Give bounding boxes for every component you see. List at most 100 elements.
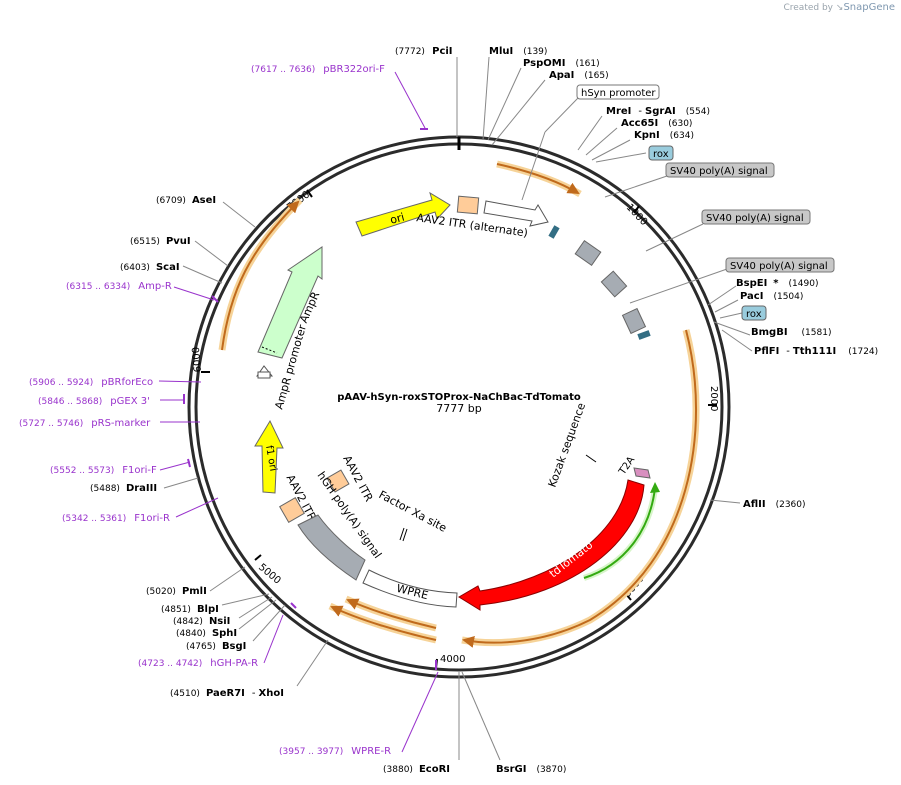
- ampr-arrow: [257, 246, 323, 359]
- ruler-tick-5000: 5000: [256, 562, 283, 587]
- svg-text:(5846 .. 5868)pGEX 3': (5846 .. 5868)pGEX 3': [38, 396, 150, 407]
- enzyme-name-2: XhoI: [259, 688, 284, 699]
- primer-name: hGH-PA-R: [210, 658, 258, 669]
- enzyme-name: PaeR7I: [206, 688, 245, 699]
- svg-text:(4765)BsgI: (4765) BsgI: [186, 641, 246, 652]
- boxed-labels: hSyn promoter rox SV40 poly(A) signal SV…: [576, 84, 835, 321]
- svg-text:PspOMI(161): PspOMI(161): [523, 58, 600, 69]
- enzyme-name: BsrGI: [496, 764, 526, 775]
- primer-name: pBRforEco: [101, 377, 153, 388]
- f1-ori-arrow: [254, 419, 284, 494]
- rox-label-2: rox: [746, 309, 762, 320]
- enzyme-name: BmgBI: [751, 327, 788, 338]
- enzyme-name-2: SgrAI: [645, 106, 676, 117]
- enzyme-pos: (161): [575, 59, 599, 69]
- ruler-tick-6000: 6000: [191, 346, 204, 372]
- svg-text:Acc65I(630): Acc65I (630): [621, 118, 692, 129]
- enzyme-leaders: [163, 56, 753, 761]
- primer-range: (7617 .. 7636): [251, 65, 315, 75]
- svg-text:(6315 .. 6334)Amp-R: (6315 .. 6334)Amp-R: [66, 281, 172, 292]
- enzyme-name: ApaI: [549, 70, 574, 81]
- orf-arcs: [218, 160, 700, 648]
- sv40-polya-box-1: [574, 240, 602, 266]
- f1-ori-label: f1 ori: [263, 445, 278, 473]
- enzyme-name-2: Tth111I: [793, 346, 836, 357]
- svg-text:MreI-SgrAI(554): MreI-SgrAI(554): [606, 106, 710, 117]
- sv40-polya-box-2: [600, 270, 628, 298]
- svg-text:PflFI-Tth111I(1724): PflFI-Tth111I(1724): [754, 346, 878, 357]
- t2a-label: T2A: [617, 455, 638, 478]
- enzyme-pos: (139): [523, 47, 547, 57]
- enzyme-name: BsgI: [222, 641, 246, 652]
- svg-text:(4851)BlpI: (4851) BlpI: [161, 604, 219, 615]
- enzyme-pos: (7772): [395, 47, 425, 57]
- enzyme-name: PmlI: [182, 586, 207, 597]
- enzyme-name: Acc65I: [621, 118, 658, 129]
- rox-marker-2: [637, 330, 651, 340]
- ruler-tick-2000: 2000: [708, 386, 719, 411]
- svg-text:(5342 .. 5361)F1ori-R: (5342 .. 5361)F1ori-R: [62, 513, 170, 524]
- enzyme-name: NsiI: [209, 616, 230, 627]
- rox-label-1: rox: [653, 149, 669, 160]
- kozak-label: Kozak sequence: [546, 401, 589, 489]
- enzyme-name: SphI: [212, 628, 237, 639]
- enzyme-name: AseI: [192, 195, 216, 206]
- enzyme-pos: (6709): [156, 196, 186, 206]
- t2a-arrow: [633, 467, 651, 479]
- svg-text:(5020)PmlI: (5020) PmlI: [146, 586, 207, 597]
- enzyme-pos: (1581): [802, 328, 832, 338]
- enzyme-pos: (1504): [773, 292, 803, 302]
- enzyme-pos: (554): [686, 107, 710, 117]
- enzyme-pos: (4765): [186, 642, 216, 652]
- aav2-itr-alt-box: [456, 195, 480, 215]
- enzyme-pos: (6515): [130, 237, 160, 247]
- svg-text:(5488)DraIII: (5488)DraIII: [90, 483, 157, 494]
- enzyme-pos: (6403): [120, 263, 150, 273]
- enzyme-name: MluI: [489, 46, 513, 57]
- enzyme-pos: (630): [668, 119, 692, 129]
- rox-marker-1: [548, 225, 560, 239]
- enzyme-name: KpnI: [634, 130, 660, 141]
- svg-text:(4842)NsiI: (4842)NsiI: [173, 616, 230, 627]
- sv40-polya-box-3: [621, 307, 647, 335]
- snapgene-credit: Created by ↘SnapGene: [783, 2, 895, 13]
- tdtomato-arrow: [458, 479, 645, 611]
- aav2-itr-box-2: [279, 497, 305, 523]
- enzyme-labels: (7772) PciI MluI(139) PspOMI(161) ApaI(1…: [90, 46, 878, 775]
- primer-range: (5906 .. 5924): [29, 378, 93, 388]
- primer-range: (5727 .. 5746): [19, 419, 83, 429]
- enzyme-name: PflFI: [754, 346, 779, 357]
- enzyme-pos: (4510): [170, 689, 200, 699]
- aav2-itr-box: [326, 469, 350, 493]
- enzyme-name: DraIII: [126, 483, 157, 494]
- primer-range: (3957 .. 3977): [279, 747, 343, 757]
- enzyme-name: PvuI: [166, 236, 191, 247]
- ruler-tick-4000: 4000: [440, 654, 465, 665]
- svg-text:(5727 .. 5746)pRS-marker: (5727 .. 5746)pRS-marker: [19, 418, 151, 429]
- factor-xa-label: Factor Xa site: [377, 488, 449, 535]
- hsyn-promoter-label: hSyn promoter: [581, 88, 656, 99]
- enzyme-pos: (5020): [146, 587, 176, 597]
- svg-text:(3880)EcoRI: (3880)EcoRI: [383, 764, 450, 775]
- primer-leaders: [158, 71, 439, 753]
- svg-text:(4840)SphI: (4840)SphI: [176, 628, 237, 639]
- svg-text:(7617 .. 7636)pBR322ori-F: (7617 .. 7636)pBR322ori-F: [251, 64, 385, 75]
- credit-brand: SnapGene: [843, 2, 895, 13]
- primer-name: F1ori-R: [134, 513, 170, 524]
- svg-text:(6403)ScaI: (6403)ScaI: [120, 262, 180, 273]
- enzyme-pos: (165): [584, 71, 608, 81]
- snapgene-logo-icon: ↘: [835, 3, 844, 13]
- svg-text:MluI(139): MluI (139): [489, 46, 547, 57]
- enzyme-pos: (3870): [536, 765, 566, 775]
- sv40-polya-label-2: SV40 poly(A) signal: [706, 213, 804, 224]
- primer-labels: (7617 .. 7636)pBR322ori-F (6315 .. 6334)…: [19, 64, 391, 757]
- enzyme-pos: (4851): [161, 605, 191, 615]
- enzyme-pos: (2360): [776, 500, 806, 510]
- primer-name: Amp-R: [138, 281, 172, 292]
- primer-name: F1ori-F: [122, 465, 157, 476]
- enzyme-name: BlpI: [197, 604, 219, 615]
- enzyme-name: PacI: [740, 291, 763, 302]
- primer-range: (4723 .. 4742): [138, 659, 202, 669]
- ori-label: ori: [389, 211, 406, 227]
